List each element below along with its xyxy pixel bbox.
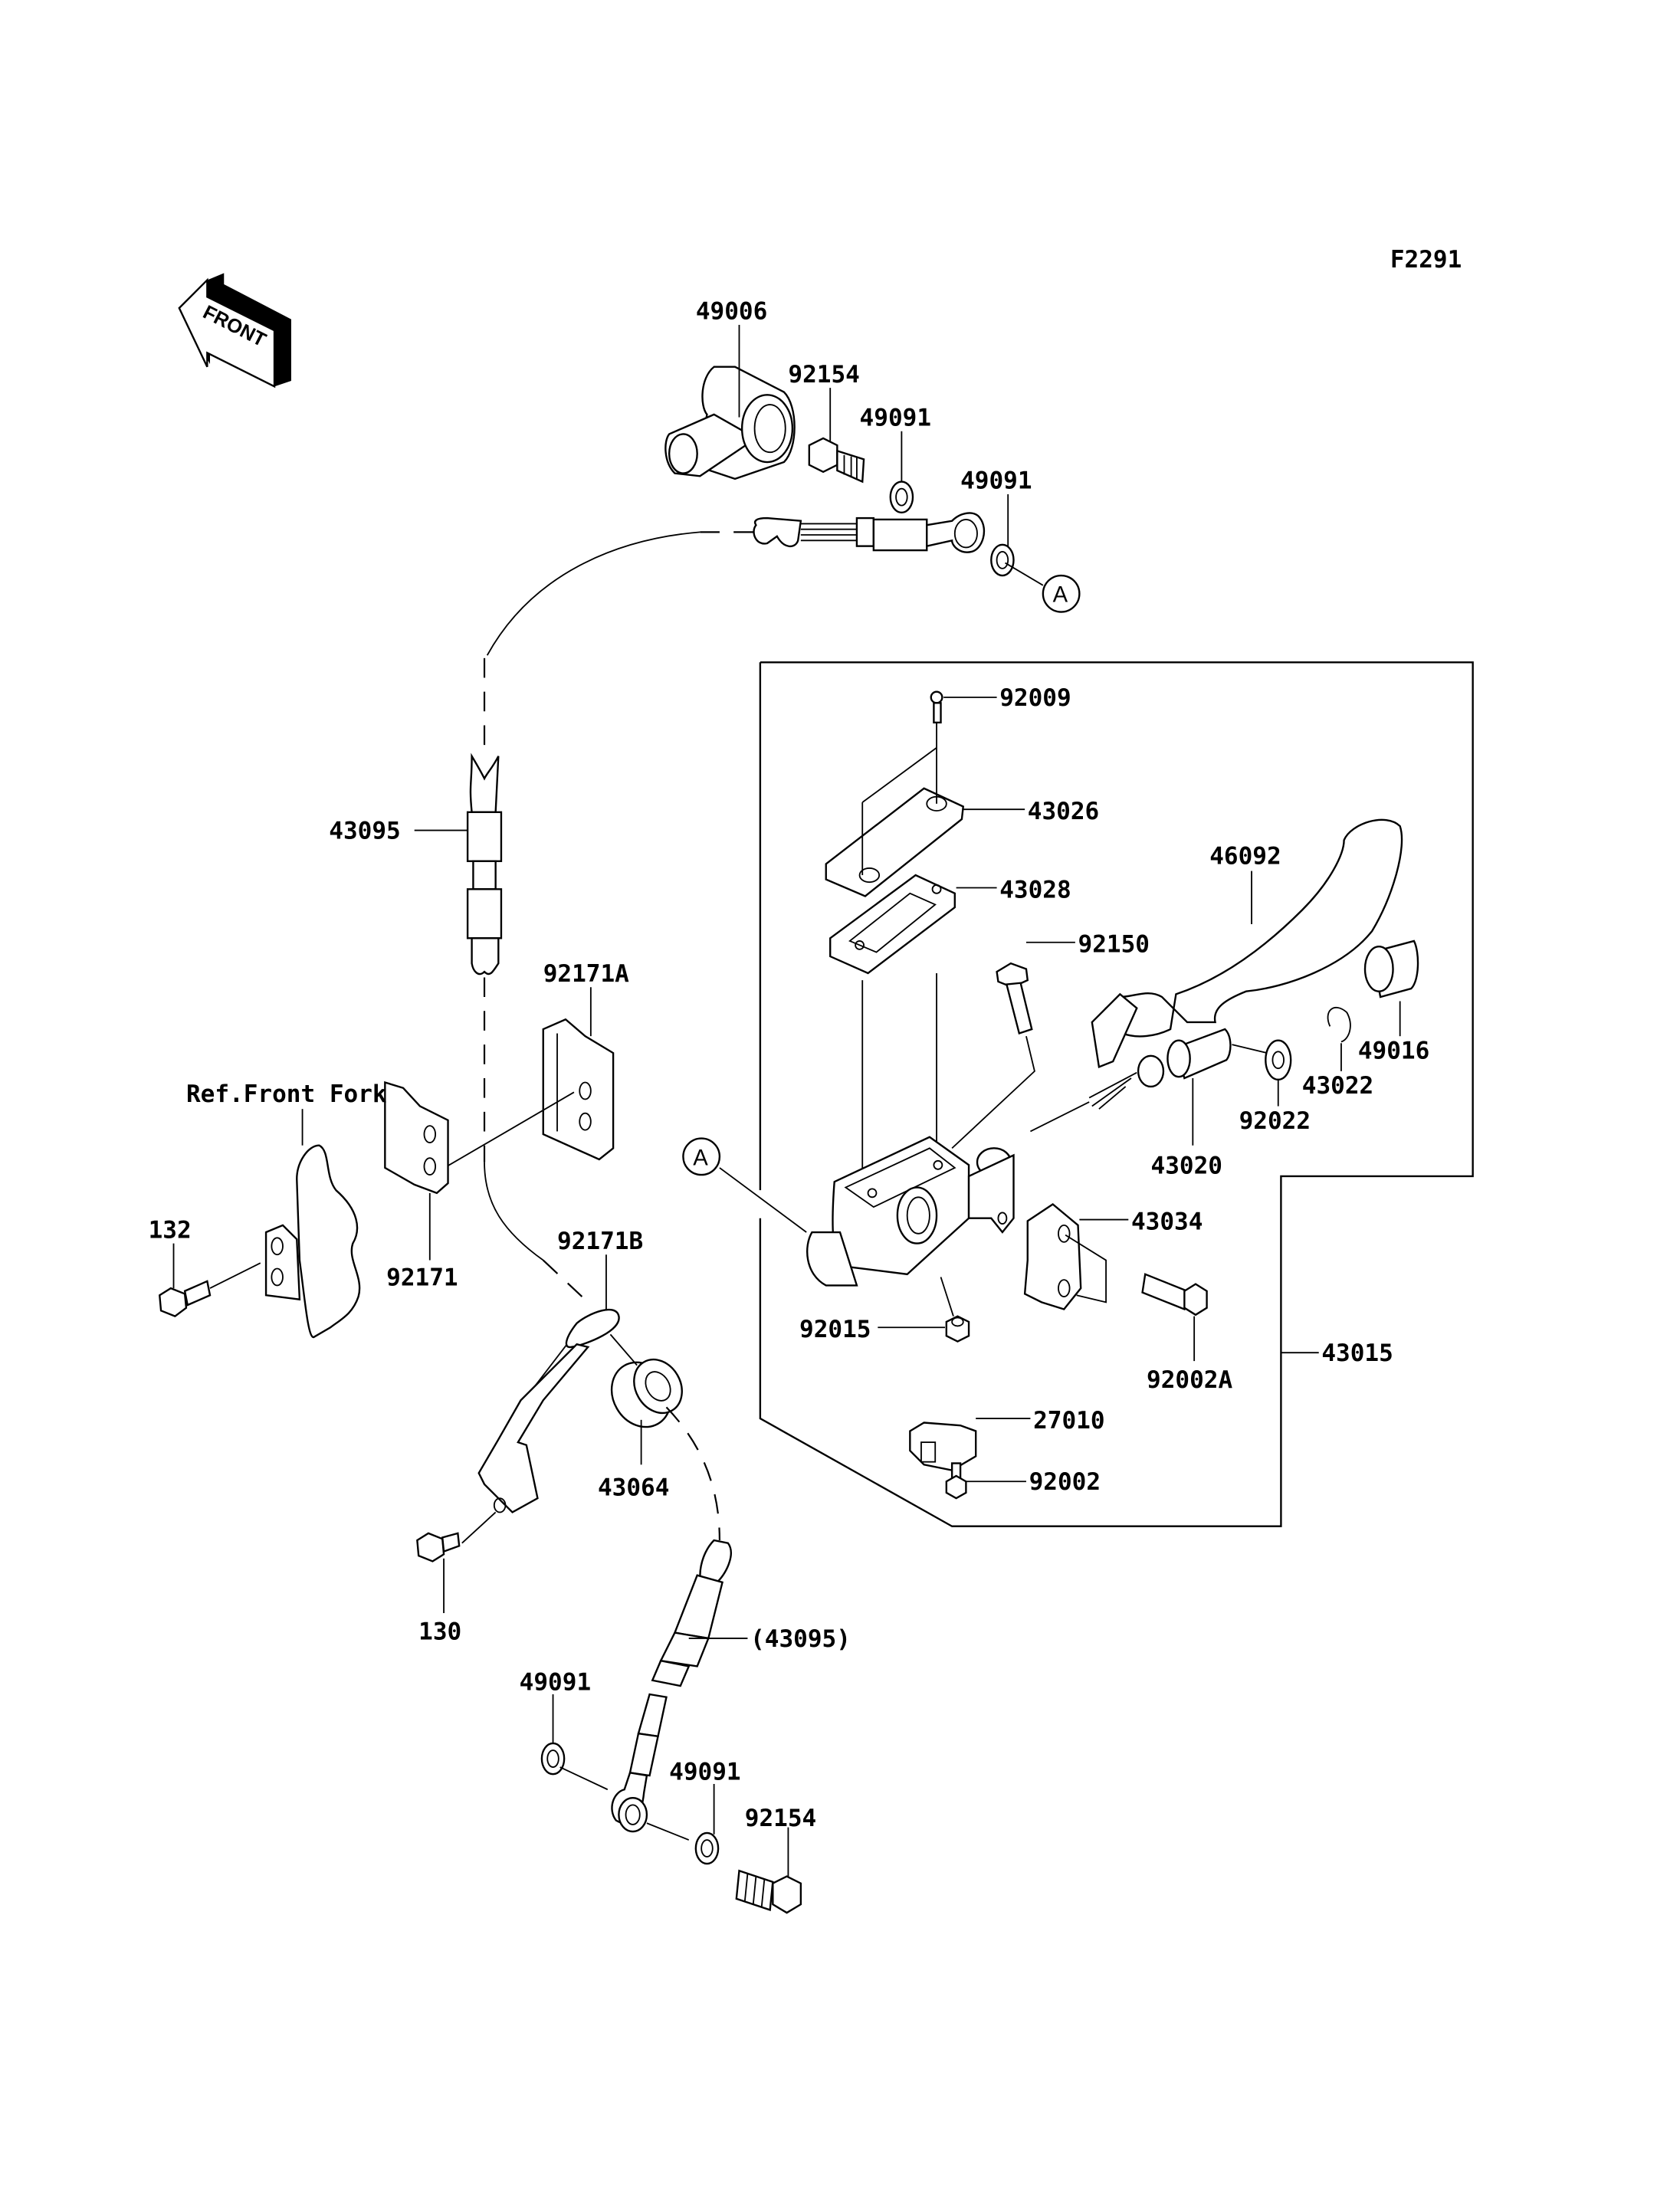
hose-dash-4 — [542, 1259, 589, 1303]
part-92150[interactable] — [996, 962, 1033, 1035]
leader-43020-link — [1232, 1044, 1268, 1054]
label-92022[interactable]: 92022 — [1239, 1107, 1311, 1135]
part-49091-top-1[interactable] — [889, 480, 914, 513]
leader-43020-axis — [1030, 1101, 1090, 1133]
part-49091-bottom-1[interactable] — [540, 1742, 566, 1776]
hose-curve — [484, 1162, 544, 1261]
part-130[interactable] — [416, 1532, 461, 1562]
label-92171A[interactable]: 92171A — [543, 960, 629, 988]
part-92002[interactable] — [945, 1462, 967, 1500]
part-43020[interactable] — [1088, 1028, 1232, 1110]
part-49091-bottom-2[interactable] — [694, 1831, 720, 1865]
part-46092[interactable] — [1091, 818, 1403, 1069]
svg-text:A: A — [693, 1146, 708, 1170]
label-49016[interactable]: 49016 — [1358, 1037, 1429, 1064]
leader-92015-link — [940, 1277, 954, 1317]
label-46092[interactable]: 46092 — [1209, 842, 1281, 870]
part-43028[interactable] — [829, 874, 956, 975]
part-43095[interactable] — [466, 753, 503, 976]
front-arrow-icon: FRONT — [178, 273, 291, 389]
hose-bracket-lower — [477, 1343, 590, 1513]
brake-hose-upper-end[interactable] — [753, 512, 986, 553]
label-49091-top-1[interactable]: 49091 — [860, 404, 931, 431]
part-92171A[interactable] — [542, 1018, 615, 1161]
part-43095-lower[interactable] — [651, 1539, 732, 1687]
label-43020[interactable]: 43020 — [1151, 1152, 1222, 1179]
label-92002A[interactable]: 92002A — [1147, 1366, 1232, 1394]
leader-92171A-link — [439, 1091, 575, 1172]
label-92171B[interactable]: 92171B — [557, 1228, 643, 1255]
leader-43064-link — [609, 1333, 638, 1366]
leader-marker-a-top — [1005, 562, 1044, 586]
leader-92150-link — [951, 1035, 1035, 1149]
part-43022[interactable] — [1327, 1007, 1351, 1043]
axis-line-cap — [861, 747, 937, 803]
part-49016[interactable] — [1363, 939, 1419, 998]
label-43028[interactable]: 43028 — [999, 876, 1071, 903]
part-43064[interactable] — [600, 1351, 691, 1438]
label-43095-paren[interactable]: (43095) — [750, 1625, 851, 1653]
part-92009[interactable] — [930, 690, 943, 724]
brake-hose-lower-end[interactable] — [611, 1693, 668, 1833]
label-132[interactable]: 132 — [149, 1216, 192, 1244]
connection-marker-a-body: A — [682, 1137, 721, 1176]
assembly-box-43015 — [759, 661, 1474, 1527]
label-130[interactable]: 130 — [418, 1618, 461, 1646]
hose-dash-5 — [665, 1406, 721, 1541]
leader-49091-bottom-1-link — [559, 1766, 609, 1791]
part-27010[interactable] — [909, 1421, 977, 1471]
hose-line-upper — [486, 531, 701, 656]
label-49091-bottom-2[interactable]: 49091 — [669, 1758, 740, 1785]
part-92154-bottom[interactable] — [735, 1869, 802, 1914]
connection-marker-a-top: A — [1042, 574, 1081, 613]
label-92015[interactable]: 92015 — [799, 1316, 871, 1343]
part-49006[interactable] — [664, 366, 796, 480]
ref-front-fork-label: Ref.Front Fork — [186, 1080, 387, 1108]
part-132[interactable] — [158, 1280, 212, 1317]
part-92002A[interactable] — [1141, 1273, 1208, 1317]
part-92015[interactable] — [945, 1315, 970, 1343]
label-49091-bottom-1[interactable]: 49091 — [520, 1669, 591, 1697]
label-92150[interactable]: 92150 — [1078, 931, 1150, 959]
label-92002[interactable]: 92002 — [1029, 1468, 1101, 1496]
part-92154-top[interactable] — [808, 437, 865, 484]
label-43095[interactable]: 43095 — [329, 818, 400, 845]
label-92009[interactable]: 92009 — [999, 684, 1071, 712]
label-27010[interactable]: 27010 — [1033, 1407, 1104, 1435]
master-cylinder-body[interactable] — [806, 1136, 1015, 1287]
label-49006[interactable]: 49006 — [696, 298, 767, 326]
label-43034[interactable]: 43034 — [1131, 1208, 1203, 1235]
leader-130-link — [461, 1511, 497, 1544]
label-43015[interactable]: 43015 — [1321, 1340, 1393, 1367]
label-92154-bottom[interactable]: 92154 — [745, 1805, 816, 1832]
label-43064[interactable]: 43064 — [598, 1474, 669, 1502]
figure-id: F2291 — [1390, 246, 1462, 274]
part-92022[interactable] — [1265, 1039, 1292, 1081]
label-92171[interactable]: 92171 — [386, 1264, 458, 1291]
label-43026[interactable]: 43026 — [1028, 798, 1099, 825]
leader-marker-a-body — [719, 1167, 807, 1233]
label-49091-top-2[interactable]: 49091 — [960, 467, 1032, 495]
label-43022[interactable]: 43022 — [1302, 1072, 1373, 1100]
front-fork-bracket — [264, 1144, 361, 1339]
leader-43034-link — [1065, 1234, 1107, 1303]
label-92154-top[interactable]: 92154 — [788, 361, 859, 389]
leader-49091-bottom-2-link — [646, 1822, 690, 1841]
part-43026[interactable] — [825, 787, 965, 897]
part-43034[interactable] — [1023, 1202, 1082, 1310]
part-49091-top-2[interactable] — [990, 543, 1015, 577]
leader-132-link — [209, 1262, 261, 1289]
svg-text:A: A — [1053, 583, 1068, 608]
part-92171[interactable] — [384, 1080, 449, 1195]
